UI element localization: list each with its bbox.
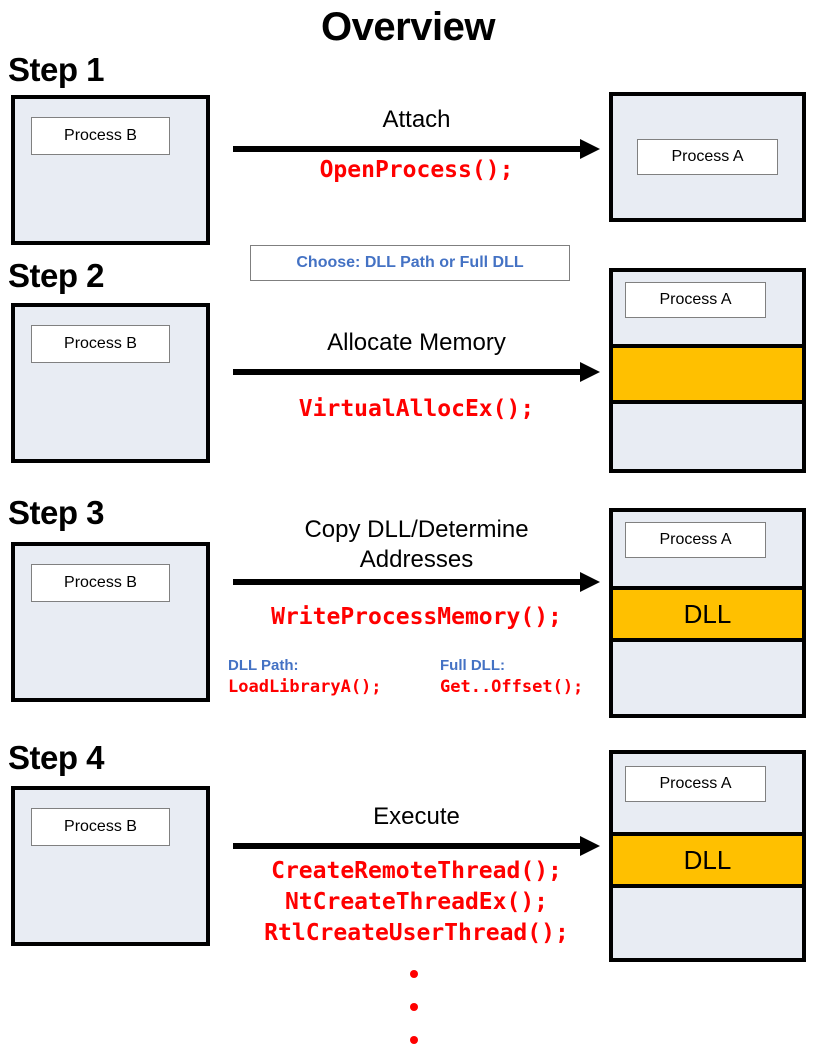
arrow-step2 bbox=[233, 362, 600, 382]
arrow-step4 bbox=[233, 836, 600, 856]
branch-api-full-dll: Get..Offset(); bbox=[440, 677, 584, 697]
action-text-step4: Execute bbox=[373, 803, 460, 830]
process-a-label-step3: Process A bbox=[625, 522, 766, 558]
action-text-step3: Copy DLL/Determine Addresses bbox=[304, 516, 529, 573]
step-label-2: Step 2 bbox=[8, 257, 105, 294]
process-a-box-step1: Process A bbox=[609, 92, 806, 222]
process-b-label-step3: Process B bbox=[31, 564, 170, 602]
vertical-ellipsis-icon bbox=[410, 970, 420, 1050]
process-a-box-step3: Process A DLL bbox=[609, 508, 806, 718]
process-a-top-segment-step4: Process A bbox=[613, 754, 802, 832]
process-b-label-step1: Process B bbox=[31, 117, 170, 155]
process-a-top-segment-step2: Process A bbox=[613, 272, 802, 344]
page-title: Overview bbox=[321, 5, 495, 49]
process-b-label-step4: Process B bbox=[31, 808, 170, 846]
process-a-box-step4: Process A DLL bbox=[609, 750, 806, 962]
api-text-step2: VirtualAllocEx(); bbox=[298, 396, 535, 422]
process-b-box-step2: Process B bbox=[11, 303, 210, 463]
process-b-label-step2: Process B bbox=[31, 325, 170, 363]
process-a-top-segment-step1: Process A bbox=[613, 96, 802, 218]
arrow-step1 bbox=[233, 139, 600, 159]
step-label-4: Step 4 bbox=[8, 739, 105, 776]
api-text-step4: CreateRemoteThread(); NtCreateThreadEx()… bbox=[264, 858, 569, 946]
process-a-bottom-segment-step3 bbox=[613, 642, 802, 714]
arrow-step3 bbox=[233, 572, 600, 592]
step-label-3: Step 3 bbox=[8, 494, 105, 531]
step-label-1: Step 1 bbox=[8, 51, 105, 88]
api-text-step3: WriteProcessMemory(); bbox=[271, 604, 562, 630]
branch-api-dll-path: LoadLibraryA(); bbox=[228, 677, 382, 697]
dll-block-step4: DLL bbox=[613, 832, 802, 888]
process-a-label-step1: Process A bbox=[637, 139, 778, 175]
dll-block-step3: DLL bbox=[613, 586, 802, 642]
action-text-step2: Allocate Memory bbox=[327, 329, 506, 356]
process-a-top-segment-step3: Process A bbox=[613, 512, 802, 586]
process-b-box-step3: Process B bbox=[11, 542, 210, 702]
branch-title-full-dll: Full DLL: bbox=[440, 657, 505, 674]
process-a-label-step4: Process A bbox=[625, 766, 766, 802]
action-text-step1: Attach bbox=[382, 106, 451, 133]
branch-title-dll-path: DLL Path: bbox=[228, 657, 299, 674]
process-b-box-step1: Process B bbox=[11, 95, 210, 245]
choose-dll-mode-box[interactable]: Choose: DLL Path or Full DLL bbox=[250, 245, 570, 281]
process-a-box-step2: Process A bbox=[609, 268, 806, 473]
process-a-bottom-segment-step4 bbox=[613, 888, 802, 958]
process-b-box-step4: Process B bbox=[11, 786, 210, 946]
process-a-label-step2: Process A bbox=[625, 282, 766, 318]
process-a-bottom-segment-step2 bbox=[613, 404, 802, 469]
api-text-step1: OpenProcess(); bbox=[319, 157, 514, 183]
allocated-memory-block-step2 bbox=[613, 344, 802, 404]
